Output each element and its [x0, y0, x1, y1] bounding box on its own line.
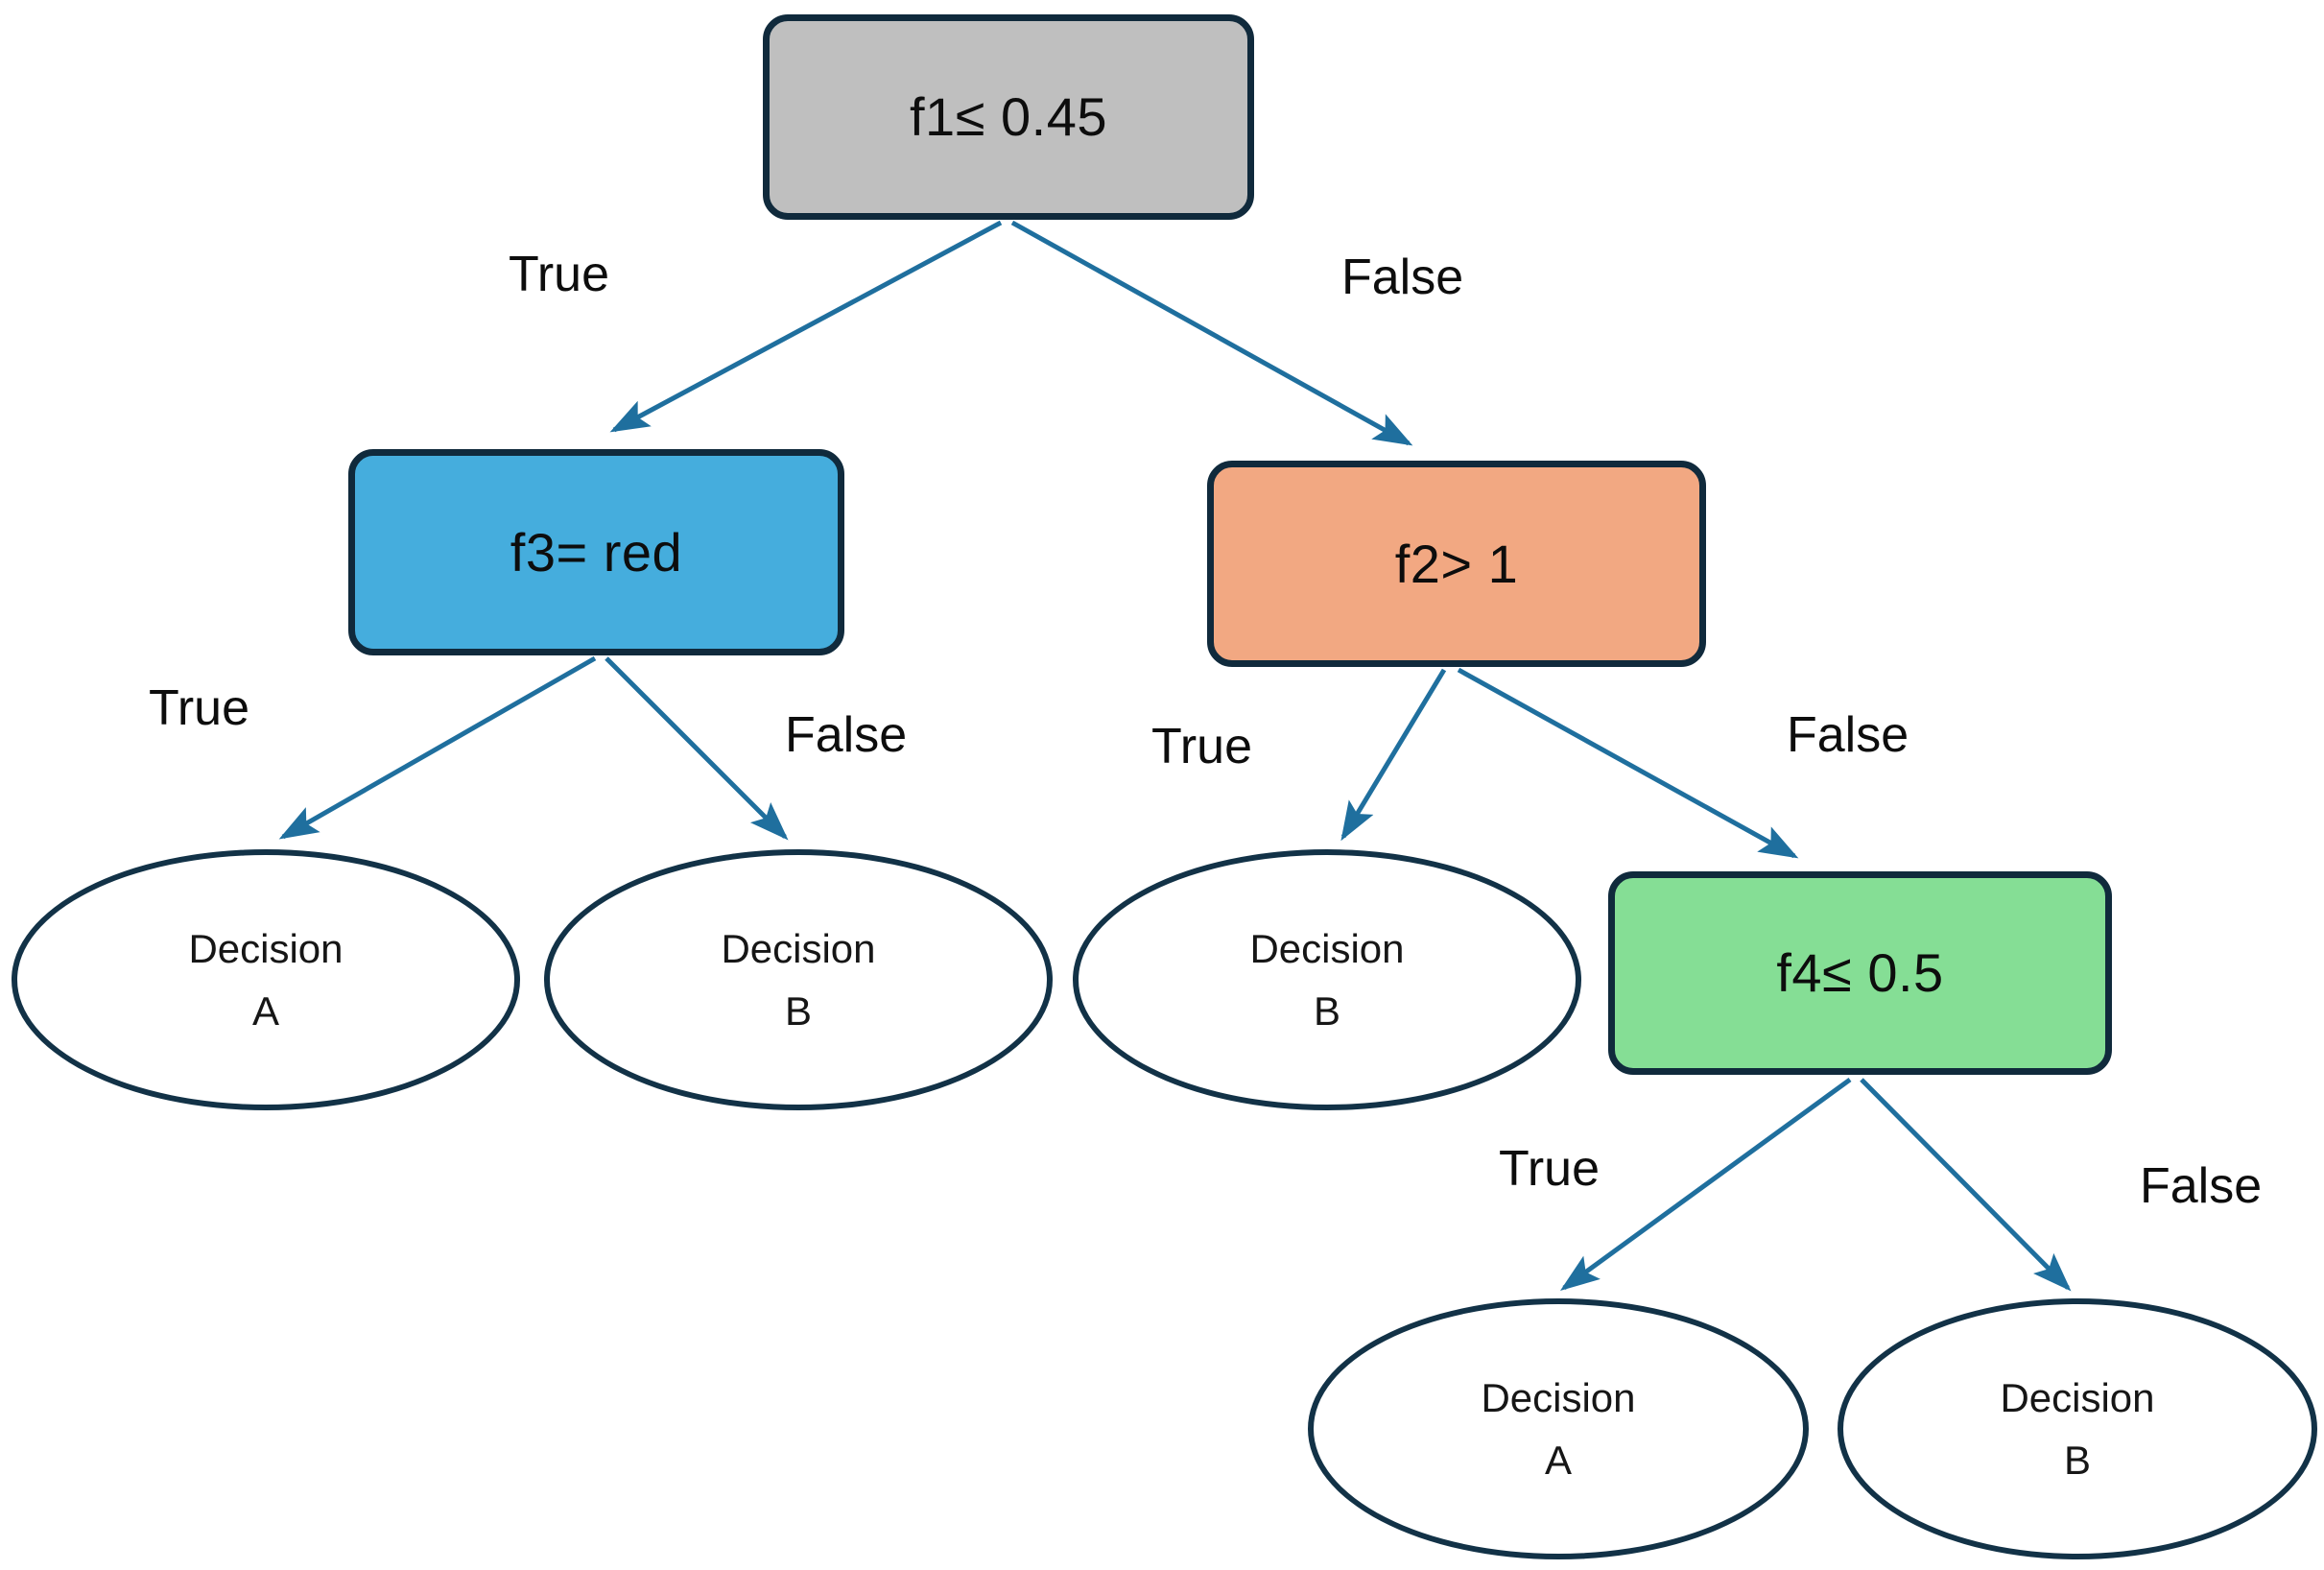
leaf-node-decision[interactable]: Decision B — [544, 849, 1053, 1110]
leaf-node-line2: A — [251, 988, 279, 1034]
edge-f3-to-decision-a — [278, 655, 597, 840]
edge-label-false: False — [785, 707, 908, 763]
edge-f4-to-decision-a — [1559, 1077, 1852, 1291]
edge-f2-to-f4 — [1457, 667, 1799, 859]
edge-label-true: True — [149, 680, 249, 736]
decision-node-f2-label: f2> 1 — [1394, 533, 1519, 594]
edge-label-true: True — [1151, 719, 1252, 774]
edge-root-to-f3 — [609, 220, 1003, 433]
leaf-node-line2: B — [1313, 988, 1340, 1034]
decision-node-f2[interactable]: f2> 1 — [1207, 461, 1706, 667]
edge-f4-to-decision-b — [1860, 1078, 2072, 1292]
leaf-node-line1: Decision — [1249, 925, 1405, 971]
decision-node-f1-label: f1≤ 0.45 — [910, 86, 1107, 148]
decision-node-f3[interactable]: f3= red — [348, 449, 844, 655]
leaf-node-line2: B — [784, 988, 812, 1034]
leaf-node-line1: Decision — [1481, 1374, 1636, 1420]
leaf-node-line2: B — [2063, 1438, 2091, 1483]
edge-label-false: False — [2140, 1158, 2263, 1214]
edge-label-true: True — [509, 247, 609, 302]
leaf-node-decision[interactable]: Decision B — [1073, 849, 1581, 1110]
leaf-node-line2: A — [1544, 1438, 1572, 1483]
edge-label-true: True — [1499, 1141, 1600, 1197]
leaf-node-text: Decision A — [188, 917, 343, 1042]
edge-label-false: False — [1341, 250, 1464, 305]
edge-label-false: False — [1787, 707, 1909, 763]
decision-node-f3-label: f3= red — [510, 521, 683, 583]
edge-f2-to-decision-b — [1340, 668, 1447, 842]
leaf-node-line1: Decision — [188, 925, 344, 971]
decision-node-f4-label: f4≤ 0.5 — [1776, 942, 1944, 1004]
decision-node-f1[interactable]: f1≤ 0.45 — [763, 14, 1254, 220]
leaf-node-text: Decision B — [2000, 1367, 2154, 1491]
leaf-node-decision[interactable]: Decision A — [1308, 1298, 1809, 1559]
decision-node-f4[interactable]: f4≤ 0.5 — [1608, 871, 2112, 1075]
leaf-node-text: Decision B — [1249, 917, 1404, 1042]
leaf-node-line1: Decision — [2000, 1374, 2155, 1420]
edge-f3-to-decision-b — [605, 656, 789, 841]
leaf-node-decision[interactable]: Decision A — [12, 849, 520, 1110]
leaf-node-text: Decision A — [1481, 1367, 1635, 1491]
leaf-node-text: Decision B — [721, 917, 875, 1042]
leaf-node-line1: Decision — [721, 925, 876, 971]
leaf-node-decision[interactable]: Decision B — [1838, 1298, 2317, 1559]
